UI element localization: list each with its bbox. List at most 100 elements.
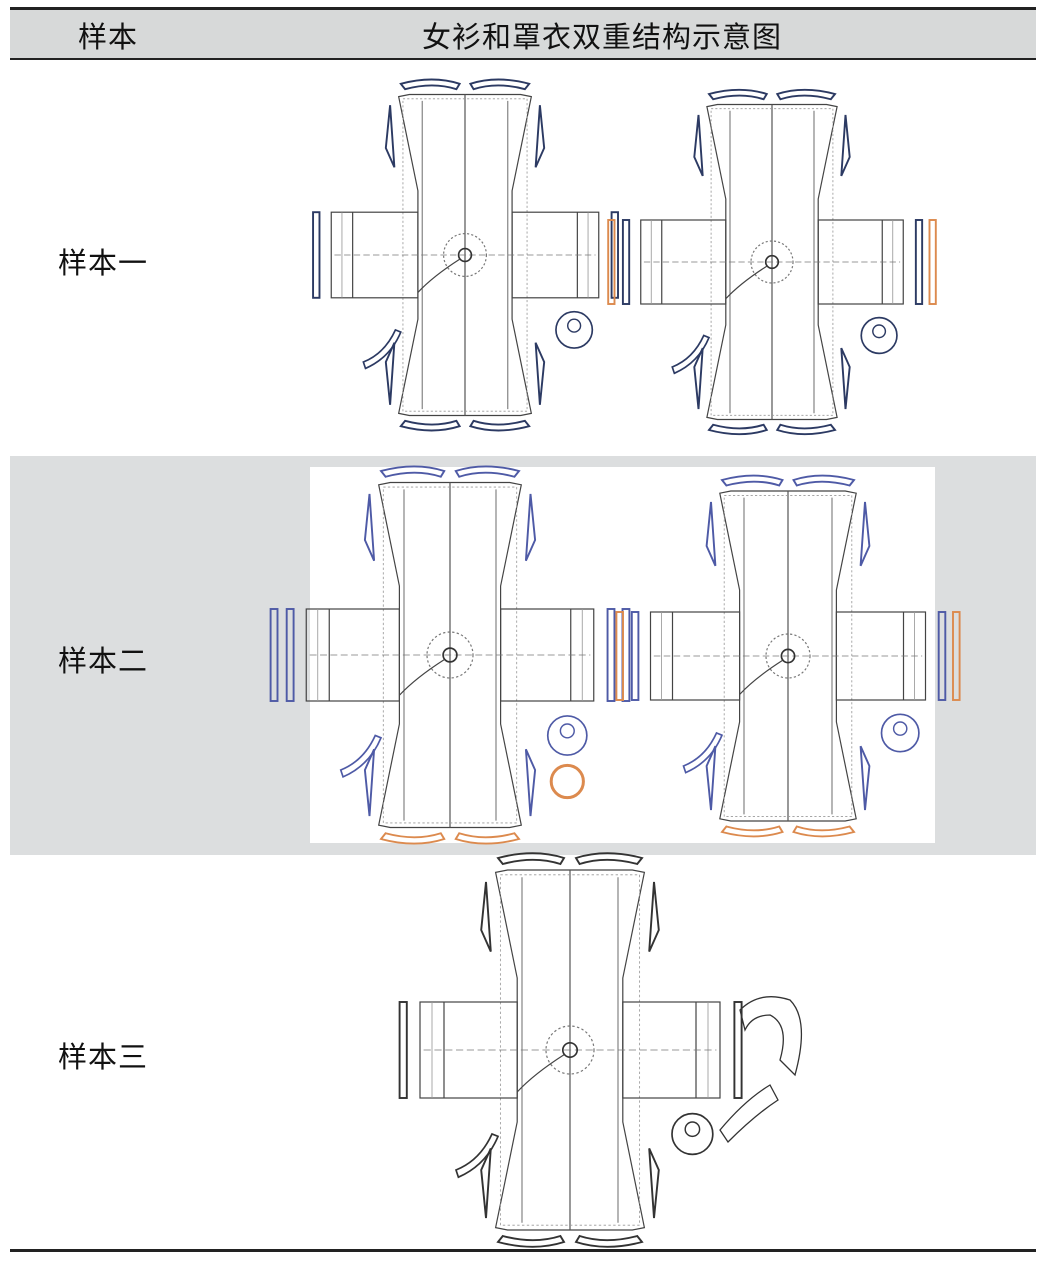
neck-facing-outline: [750, 240, 794, 284]
cuff-piece: [312, 211, 321, 299]
body-piece: [706, 103, 838, 421]
side-gusset-piece: [534, 342, 546, 405]
collar-ring-hole: [872, 324, 887, 339]
header-diagram-title: 女衫和罩衣双重结构示意图: [422, 20, 783, 54]
placket-opening-curve: [398, 659, 445, 696]
header-rule: [10, 58, 1036, 60]
hem-band-piece: [496, 852, 566, 866]
side-gusset-piece: [524, 748, 537, 817]
hem-band-piece: [775, 423, 837, 436]
top-rule: [10, 7, 1036, 10]
body-piece: [397, 93, 533, 417]
side-gusset-piece: [363, 748, 376, 817]
garment-pattern: [312, 78, 619, 432]
side-gusset-piece: [363, 493, 376, 562]
hem-band-piece: [468, 419, 531, 432]
placket-opening-curve: [739, 659, 783, 695]
neck-opening: [764, 254, 780, 270]
sleeve-piece: [649, 611, 741, 701]
sleeve-piece: [419, 1001, 518, 1099]
side-gusset-piece: [705, 745, 717, 811]
hem-band-piece: [454, 465, 521, 478]
cuff-facing-piece: [269, 608, 279, 702]
hem-band-piece: [454, 832, 521, 845]
body-piece: [377, 481, 523, 829]
cuff-piece: [621, 219, 631, 305]
placket-piece: [362, 328, 402, 370]
collar-facing-piece: [549, 763, 585, 800]
hem-band-piece: [399, 419, 462, 432]
collar-ring-hole: [684, 1121, 701, 1138]
row-label-1: 样本一: [58, 246, 149, 280]
cuff-piece: [733, 1001, 743, 1099]
side-gusset-piece: [648, 881, 660, 952]
side-gusset-piece: [840, 347, 851, 410]
neck-facing-outline: [442, 232, 488, 278]
neck-opening: [457, 247, 473, 263]
cuff-piece: [914, 219, 924, 305]
placket-opening-curve: [725, 265, 768, 300]
sleeve-piece: [330, 211, 419, 299]
body-piece: [494, 869, 646, 1231]
collar-ring-hole: [567, 318, 582, 333]
side-gusset-piece: [480, 1148, 492, 1219]
collar-ring-piece: [860, 316, 898, 355]
side-gusset-piece: [648, 1148, 660, 1219]
collar-ring-hole: [559, 723, 575, 739]
hem-band-piece: [720, 825, 784, 838]
hem-band-piece: [720, 474, 784, 487]
side-gusset-piece: [384, 105, 396, 168]
bottom-rule: [10, 1249, 1036, 1252]
hem-band-piece: [574, 1234, 644, 1248]
neck-facing-outline: [765, 633, 811, 679]
cuff-piece: [398, 1001, 408, 1099]
placket-opening-curve: [417, 258, 460, 293]
collar-band-piece: [719, 1084, 779, 1144]
side-gusset-piece: [693, 114, 704, 177]
hem-band-piece: [496, 1234, 566, 1248]
garment-pattern: [607, 88, 937, 436]
neck-facing-outline: [545, 1025, 595, 1075]
header-sample: 样本: [78, 20, 139, 54]
cuff-piece: [285, 608, 295, 702]
hem-band-piece: [707, 88, 769, 101]
placket-piece: [682, 731, 724, 774]
hem-band-piece: [792, 474, 856, 487]
side-gusset-piece: [859, 501, 871, 567]
neck-opening: [561, 1041, 579, 1059]
cuff-facing-piece: [952, 611, 961, 701]
row-label-3: 样本三: [58, 1040, 149, 1074]
hem-band-piece: [399, 78, 462, 91]
sleeve-piece: [640, 219, 727, 305]
garment-pattern: [615, 474, 961, 838]
sleeve-piece: [305, 608, 401, 702]
collar-curved-piece: [739, 996, 803, 1077]
header-row: [10, 10, 1036, 58]
garment-pattern: [269, 465, 631, 845]
placket-piece: [454, 1132, 500, 1179]
collar-ring-piece: [555, 310, 594, 349]
cuff-facing-piece: [607, 219, 616, 305]
cuff-piece: [630, 611, 640, 701]
neck-facing-outline: [426, 631, 474, 679]
hem-band-piece: [775, 88, 837, 101]
body-piece: [719, 490, 857, 822]
side-gusset-piece: [693, 347, 704, 410]
cuff-facing-piece: [615, 611, 624, 701]
collar-ring-hole: [892, 721, 908, 736]
hem-band-piece: [379, 465, 446, 478]
cuff-piece: [606, 608, 616, 702]
cuff-facing-piece: [928, 219, 937, 305]
side-gusset-piece: [480, 881, 492, 952]
side-gusset-piece: [534, 105, 546, 168]
placket-piece: [671, 334, 711, 375]
garment-pattern: [398, 852, 743, 1248]
neck-opening: [442, 647, 458, 663]
neck-opening: [780, 648, 796, 664]
hem-band-piece: [468, 78, 531, 91]
side-gusset-piece: [840, 114, 851, 177]
side-gusset-piece: [524, 493, 537, 562]
side-gusset-piece: [705, 501, 717, 567]
collar-ring-piece: [546, 715, 588, 756]
